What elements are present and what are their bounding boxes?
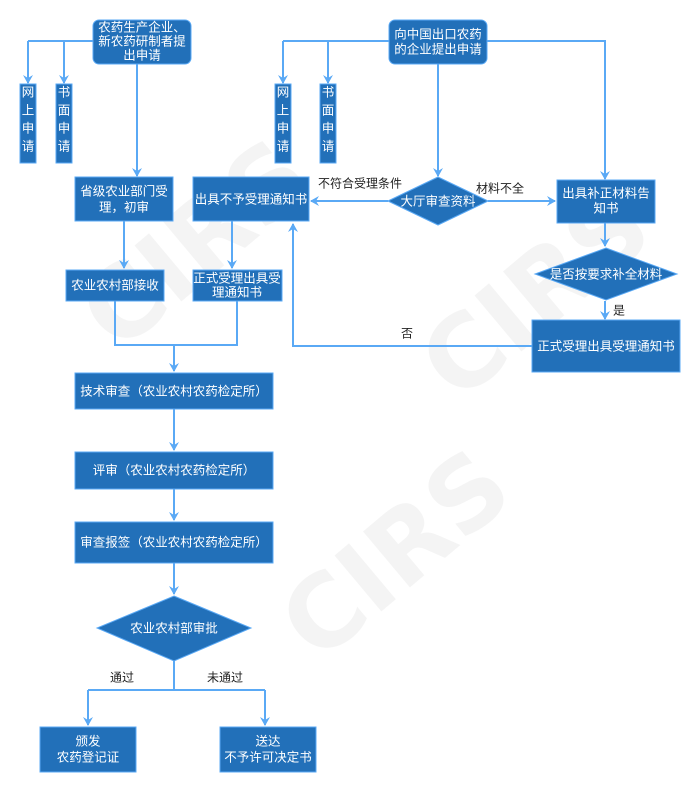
node-deliver-refusal: 送达 不予许可决定书 bbox=[219, 726, 317, 773]
svg-text:理通知书: 理通知书 bbox=[212, 285, 262, 300]
svg-text:评审（农业农村农药检定所）: 评审（农业农村农药检定所） bbox=[93, 463, 256, 478]
svg-text:是否按要求补全材料: 是否按要求补全材料 bbox=[550, 267, 663, 282]
label-yes: 是 bbox=[613, 304, 625, 318]
svg-text:请: 请 bbox=[22, 139, 35, 154]
svg-text:知书: 知书 bbox=[593, 201, 618, 216]
node-issue-cert: 颁发 农药登记证 bbox=[39, 726, 137, 773]
svg-text:农药登记证: 农药登记证 bbox=[57, 750, 120, 765]
svg-text:出具不予受理通知书: 出具不予受理通知书 bbox=[195, 192, 308, 207]
svg-text:书: 书 bbox=[322, 85, 335, 100]
svg-text:新农药研制者提: 新农药研制者提 bbox=[98, 34, 186, 49]
svg-text:审查报签（农业农村农药检定所）: 审查报签（农业农村农药检定所） bbox=[80, 535, 268, 550]
node-moa-approval: 农业农村部审批 bbox=[95, 595, 253, 662]
svg-text:大厅审查资料: 大厅审查资料 bbox=[400, 194, 476, 209]
node-hall-review: 大厅审查资料 bbox=[387, 176, 489, 226]
node-paper-apply-left: 书 面 申 请 bbox=[55, 83, 73, 164]
node-supplement-notice: 出具补正材料告 知书 bbox=[556, 179, 656, 224]
node-foreign-applicant: 向中国出口农药 的企业提出申请 bbox=[388, 19, 488, 65]
svg-text:CIRS: CIRS bbox=[258, 426, 532, 683]
svg-text:的企业提出申请: 的企业提出申请 bbox=[394, 42, 482, 57]
svg-text:请: 请 bbox=[58, 139, 71, 154]
svg-text:理，初审: 理，初审 bbox=[99, 200, 149, 215]
svg-text:请: 请 bbox=[322, 139, 335, 154]
svg-text:书: 书 bbox=[58, 85, 71, 100]
node-reject-notice: 出具不予受理通知书 bbox=[192, 176, 310, 222]
label-incomplete: 材料不全 bbox=[476, 181, 524, 196]
svg-text:面: 面 bbox=[58, 103, 71, 118]
svg-text:农业农村部接收: 农业农村部接收 bbox=[71, 278, 159, 293]
svg-text:请: 请 bbox=[277, 139, 290, 154]
node-report-sign: 审查报签（农业农村农药检定所） bbox=[74, 521, 274, 564]
node-accept-notice-right: 正式受理出具受理通知书 bbox=[531, 319, 681, 373]
svg-text:颁发: 颁发 bbox=[75, 734, 101, 749]
svg-text:正式受理出具受: 正式受理出具受 bbox=[193, 271, 281, 286]
svg-text:上: 上 bbox=[22, 103, 35, 118]
node-online-apply-left: 网 上 申 请 bbox=[19, 83, 37, 164]
label-not-passed: 未通过 bbox=[207, 671, 243, 685]
svg-text:农业农村部审批: 农业农村部审批 bbox=[130, 621, 218, 636]
svg-text:出申请: 出申请 bbox=[123, 48, 161, 63]
node-supplement-check: 是否按要求补全材料 bbox=[533, 247, 679, 301]
label-not-qualified: 不符合受理条件 bbox=[318, 176, 402, 191]
svg-text:网: 网 bbox=[22, 85, 35, 100]
svg-text:省级农业部门受: 省级农业部门受 bbox=[80, 184, 168, 199]
svg-text:申: 申 bbox=[277, 121, 290, 136]
label-passed: 通过 bbox=[110, 671, 134, 685]
node-evaluation: 评审（农业农村农药检定所） bbox=[74, 451, 274, 490]
node-accept-notice-mid: 正式受理出具受 理通知书 bbox=[192, 269, 283, 302]
svg-text:面: 面 bbox=[322, 103, 335, 118]
svg-text:申: 申 bbox=[58, 121, 71, 136]
svg-text:向中国出口农药: 向中国出口农药 bbox=[394, 27, 482, 42]
node-domestic-applicant: 农药生产企业、 新农药研制者提 出申请 bbox=[92, 19, 192, 65]
svg-text:正式受理出具受理通知书: 正式受理出具受理通知书 bbox=[537, 339, 675, 354]
svg-text:出具补正材料告: 出具补正材料告 bbox=[562, 186, 650, 201]
svg-text:申: 申 bbox=[22, 121, 35, 136]
node-provincial-review: 省级农业部门受 理，初审 bbox=[74, 176, 174, 222]
label-no: 否 bbox=[401, 327, 413, 341]
svg-text:技术审查（农业农村农药检定所）: 技术审查（农业农村农药检定所） bbox=[80, 384, 268, 399]
svg-text:上: 上 bbox=[277, 103, 290, 118]
svg-text:不予许可决定书: 不予许可决定书 bbox=[224, 750, 312, 765]
svg-text:申: 申 bbox=[322, 121, 335, 136]
node-tech-review: 技术审查（农业农村农药检定所） bbox=[74, 372, 274, 410]
node-online-apply-right: 网 上 申 请 bbox=[274, 83, 292, 164]
svg-text:送达: 送达 bbox=[255, 734, 281, 749]
connectors bbox=[23, 40, 610, 726]
svg-text:农药生产企业、: 农药生产企业、 bbox=[98, 20, 186, 35]
node-moa-receive: 农业农村部接收 bbox=[65, 269, 165, 302]
node-paper-apply-right: 书 面 申 请 bbox=[319, 83, 337, 164]
svg-text:网: 网 bbox=[277, 85, 290, 100]
